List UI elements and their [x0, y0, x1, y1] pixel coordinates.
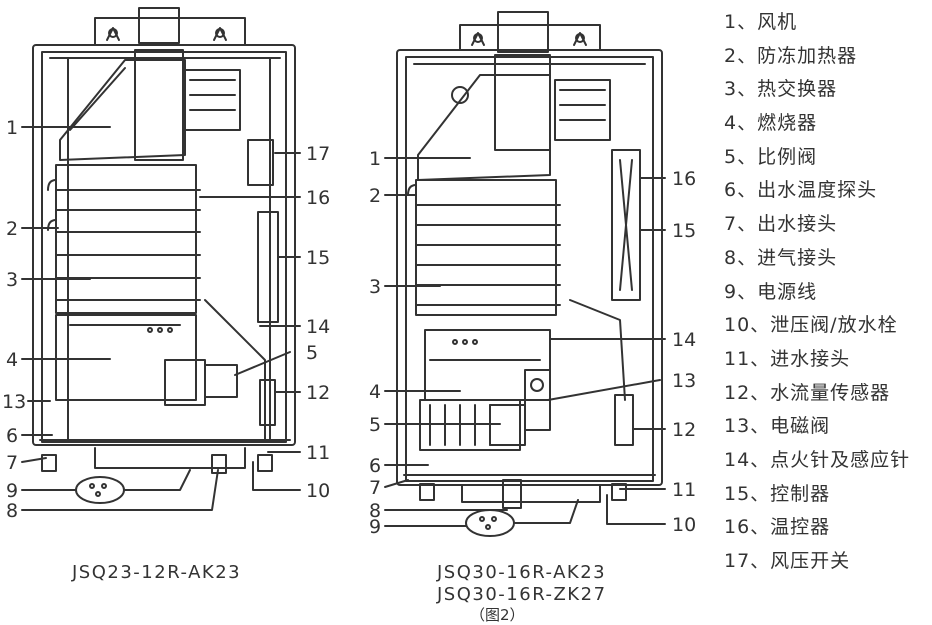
legend-item: 10、泄压阀/放水栓 [724, 314, 898, 337]
left-callout-10: 10 [306, 480, 330, 502]
left-callout-numbers: 1 2 3 4 13 6 7 9 8 17 16 15 14 5 12 11 1… [2, 117, 330, 522]
left-callout-14: 14 [306, 316, 330, 338]
right-callout-numbers: 1 2 3 4 5 6 7 8 9 16 15 14 13 12 11 10 [369, 148, 696, 538]
right-callout-8: 8 [369, 500, 381, 522]
left-callout-8: 8 [6, 500, 18, 522]
right-model-label-2: JSQ30-16R-ZK27 [437, 584, 607, 605]
right-callout-11: 11 [672, 479, 696, 501]
legend-item: 13、电磁阀 [724, 415, 831, 438]
legend-item: 1、风机 [724, 11, 798, 33]
right-callout-2: 2 [369, 185, 381, 207]
left-callout-6: 6 [6, 425, 18, 447]
legend-item: 15、控制器 [724, 482, 831, 505]
left-callout-15: 15 [306, 247, 330, 269]
left-callout-3: 3 [6, 269, 18, 291]
legend-item: 5、比例阀 [724, 145, 818, 168]
legend-item: 14、点火针及感应针 [724, 448, 911, 471]
right-callout-4: 4 [369, 381, 381, 403]
left-callout-5: 5 [306, 342, 318, 364]
right-callout-12: 12 [672, 419, 696, 441]
right-callout-16: 16 [672, 168, 696, 190]
left-heater-drawing [32, 7, 296, 504]
right-callout-6: 6 [369, 455, 381, 477]
left-callout-7: 7 [6, 452, 18, 474]
left-callout-4: 4 [6, 349, 18, 371]
legend-item: 4、燃烧器 [724, 112, 818, 135]
right-callout-7: 7 [369, 477, 381, 499]
right-callout-1: 1 [369, 148, 381, 170]
legend-item: 7、出水接头 [724, 213, 838, 236]
legend-item: 17、风压开关 [724, 550, 851, 572]
right-callout-10: 10 [672, 514, 696, 536]
left-callout-16: 16 [306, 187, 330, 209]
legend-item: 6、出水温度探头 [724, 179, 878, 202]
right-callout-13: 13 [672, 370, 696, 392]
figure-caption: （图2） [470, 606, 525, 624]
left-leader-lines [21, 126, 301, 511]
left-callout-12: 12 [306, 382, 330, 404]
legend-item: 11、进水接头 [724, 347, 851, 370]
legend-item: 9、电源线 [724, 280, 818, 303]
right-callout-15: 15 [672, 220, 696, 242]
right-model-label-1: JSQ30-16R-AK23 [437, 562, 607, 583]
legend-item: 3、热交换器 [724, 78, 838, 101]
left-callout-17: 17 [306, 143, 330, 165]
left-callout-13: 13 [2, 391, 26, 413]
left-callout-1: 1 [6, 117, 18, 139]
right-callout-14: 14 [672, 329, 696, 351]
left-callout-2: 2 [6, 218, 18, 240]
legend-item: 12、水流量传感器 [724, 381, 891, 404]
right-callout-3: 3 [369, 276, 381, 298]
legend-item: 16、温控器 [724, 516, 831, 539]
left-callout-9: 9 [6, 480, 18, 502]
right-callout-5: 5 [369, 414, 381, 436]
parts-legend: 1、风机 2、防冻加热器 3、热交换器 4、燃烧器 5、比例阀 6、出水温度探头… [724, 6, 910, 579]
left-callout-11: 11 [306, 442, 330, 464]
right-heater-drawing [396, 11, 663, 537]
right-leader-lines [384, 157, 666, 527]
right-callout-9: 9 [369, 516, 381, 538]
legend-item: 8、进气接头 [724, 246, 838, 269]
left-model-label: JSQ23-12R-AK23 [72, 562, 242, 583]
legend-item: 2、防冻加热器 [724, 44, 858, 67]
